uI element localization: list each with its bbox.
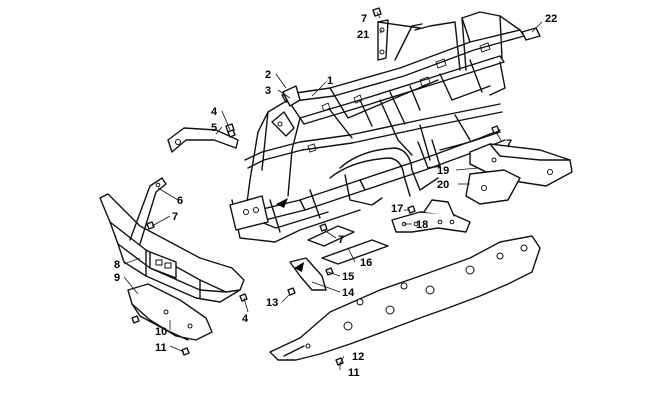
- callout-21: 21: [357, 29, 369, 41]
- callout-17: 17: [391, 203, 403, 215]
- callout-3: 3: [265, 85, 271, 97]
- callout-2: 2: [265, 69, 271, 81]
- callout-11-left: 11: [155, 342, 167, 354]
- callout-22: 22: [545, 13, 557, 25]
- callout-7-top: 7: [361, 13, 367, 25]
- callout-7-left: 7: [172, 211, 178, 223]
- callout-4-top: 4: [211, 106, 218, 118]
- callout-1: 1: [327, 75, 333, 87]
- callout-4-bottom: 4: [242, 313, 249, 325]
- callout-9: 9: [114, 272, 120, 284]
- main-frame: [229, 11, 525, 243]
- front-bracket: [167, 123, 239, 153]
- callout-labels: 1 2 3 4 5 6 7 8 9 10 11 4 13 14 15 16 7 …: [114, 13, 557, 379]
- front-skid-plate: [127, 283, 213, 341]
- callout-11-right: 11: [348, 367, 360, 379]
- main-skid-plate: [269, 235, 541, 361]
- callout-16: 16: [360, 257, 372, 269]
- center-bracket: [289, 257, 327, 291]
- rear-mount-bracket: [465, 143, 573, 205]
- callout-8: 8: [114, 259, 120, 271]
- callout-20: 20: [437, 179, 449, 191]
- callout-10: 10: [155, 326, 167, 338]
- callout-7-right: 7: [506, 138, 512, 150]
- rear-lower-bracket: [391, 199, 471, 233]
- callout-12: 12: [352, 351, 364, 363]
- callout-18: 18: [416, 219, 428, 231]
- callout-15: 15: [342, 271, 354, 283]
- callout-14: 14: [342, 287, 355, 299]
- callout-7-center: 7: [338, 234, 344, 246]
- leader-lines: [123, 11, 543, 370]
- rear-rack-bracket: [372, 7, 421, 61]
- callout-13: 13: [266, 297, 278, 309]
- fasteners: [131, 125, 500, 366]
- rear-pad: [521, 27, 541, 41]
- skid-strips: [307, 225, 389, 265]
- callout-19: 19: [437, 165, 449, 177]
- callout-5: 5: [211, 122, 217, 134]
- front-bumper: [99, 177, 245, 303]
- callout-6: 6: [177, 195, 183, 207]
